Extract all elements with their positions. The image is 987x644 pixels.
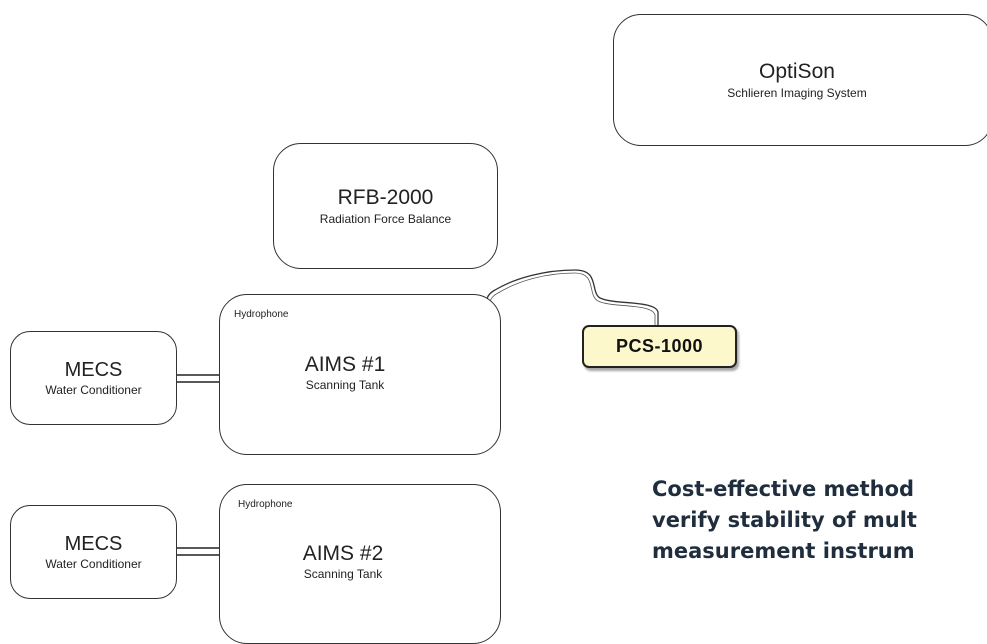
pcs-1000-box: PCS-1000 <box>582 325 737 368</box>
mecs2-subtitle: Water Conditioner <box>45 557 142 571</box>
aims2-box: Hydrophone AIMS #2 Scanning Tank <box>219 484 501 644</box>
caption-line-2: verify stability of mult <box>652 508 917 532</box>
caption-line-3: measurement instrum <box>652 539 915 563</box>
mecs2-title: MECS <box>64 533 123 555</box>
aims1-subtitle: Scanning Tank <box>305 378 385 393</box>
aims2-title: AIMS #2 <box>302 542 384 565</box>
mecs1-subtitle: Water Conditioner <box>45 383 142 397</box>
mecs1-box: MECS Water Conditioner <box>10 331 177 425</box>
rfb-subtitle: Radiation Force Balance <box>319 211 452 226</box>
aims2-hydrophone-label: Hydrophone <box>238 499 293 510</box>
aims1-title: AIMS #1 <box>304 353 386 376</box>
optison-subtitle: Schlieren Imaging System <box>727 85 867 100</box>
aims2-subtitle: Scanning Tank <box>303 567 383 582</box>
optison-title: OptiSon <box>759 60 835 84</box>
pcs-label: PCS-1000 <box>615 336 704 356</box>
mecs1-title: MECS <box>64 359 123 381</box>
aims1-box: Hydrophone AIMS #1 Scanning Tank <box>219 294 501 455</box>
rfb-box: RFB-2000 Radiation Force Balance <box>273 143 498 269</box>
caption-line-1: Cost-effective method <box>652 477 915 501</box>
aims1-hydrophone-label: Hydrophone <box>234 309 289 320</box>
optison-box: OptiSon Schlieren Imaging System <box>613 14 987 146</box>
caption-text: Cost-effective method verify stability o… <box>652 474 987 567</box>
rfb-title: RFB-2000 <box>337 186 434 210</box>
mecs2-box: MECS Water Conditioner <box>10 505 177 599</box>
